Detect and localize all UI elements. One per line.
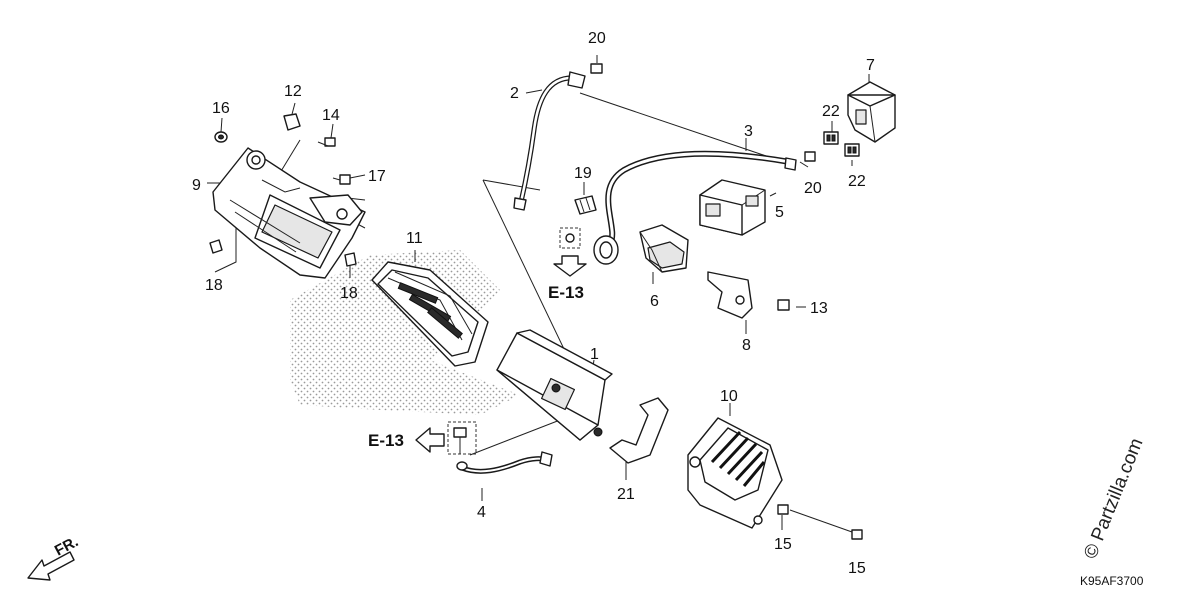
part-12-clip	[283, 113, 301, 131]
part-18-nut-a	[209, 239, 223, 254]
callout-14: 14	[322, 107, 340, 124]
part-22-fuse-b	[844, 143, 860, 157]
callout-22: 22	[822, 103, 840, 120]
part-11-cover	[371, 261, 489, 367]
e13-ref-box-top	[559, 227, 581, 249]
part-6-holder	[639, 224, 689, 273]
part-21-stay	[609, 397, 669, 464]
part-1-battery	[496, 329, 613, 441]
part-9-bracket	[212, 147, 366, 279]
frame-dotted-area	[290, 250, 520, 415]
callout-7: 7	[866, 57, 875, 74]
reference-e13-top[interactable]: E-13	[548, 283, 584, 302]
callout-3: 3	[744, 123, 753, 140]
callout-10: 10	[720, 388, 738, 405]
part-15-bolt-b	[851, 529, 863, 540]
part-22-fuse-a	[823, 131, 839, 145]
callout-6: 6	[650, 293, 659, 310]
callout-4: 4	[477, 504, 486, 521]
part-5-relay	[699, 179, 766, 236]
part-19-fuse	[574, 195, 597, 215]
e13-arrow-down-icon	[553, 255, 587, 277]
part-7-cover	[847, 81, 896, 143]
part-16-nut	[214, 131, 228, 143]
callout-16: 16	[212, 100, 230, 117]
part-20-bolt-top	[590, 63, 603, 74]
callout-13: 13	[810, 300, 828, 317]
callout-1: 1	[590, 346, 599, 363]
e13-arrow-left-icon	[415, 427, 445, 453]
callout-18: 18	[205, 277, 223, 294]
callout-9: 9	[192, 177, 201, 194]
part-10-regulator	[687, 417, 783, 529]
callout-15: 15	[774, 536, 792, 553]
part-15-bolt-a	[777, 504, 789, 515]
part-14-bolt	[317, 137, 336, 147]
callout-20-b: 20	[804, 180, 822, 197]
part-17-bolt	[332, 174, 351, 185]
callout-11: 11	[406, 230, 423, 247]
callout-17: 17	[368, 168, 386, 185]
watermark: © Partzilla.com	[1080, 435, 1147, 562]
diagram-code: K95AF3700	[1080, 574, 1144, 588]
front-direction-arrow-icon	[27, 551, 75, 581]
part-2-cable	[513, 71, 586, 211]
part-3-cable	[593, 150, 797, 265]
callout-12: 12	[284, 83, 302, 100]
callout-2: 2	[510, 85, 519, 102]
part-13-bolt	[777, 299, 790, 311]
part-4-cable	[447, 421, 553, 474]
callout-20: 20	[588, 30, 606, 47]
callout-18-b: 18	[340, 285, 358, 302]
callout-19: 19	[574, 165, 592, 182]
callout-21: 21	[617, 486, 635, 503]
part-8-bracket	[707, 271, 753, 319]
part-20-bolt-right	[804, 151, 816, 162]
reference-e13-left[interactable]: E-13	[368, 431, 404, 450]
part-18-nut-b	[344, 252, 357, 267]
callout-5: 5	[775, 204, 784, 221]
front-direction-label: FR.	[52, 533, 81, 559]
callout-22-b: 22	[848, 173, 866, 190]
callout-8: 8	[742, 337, 751, 354]
callout-15-b: 15	[848, 560, 866, 577]
